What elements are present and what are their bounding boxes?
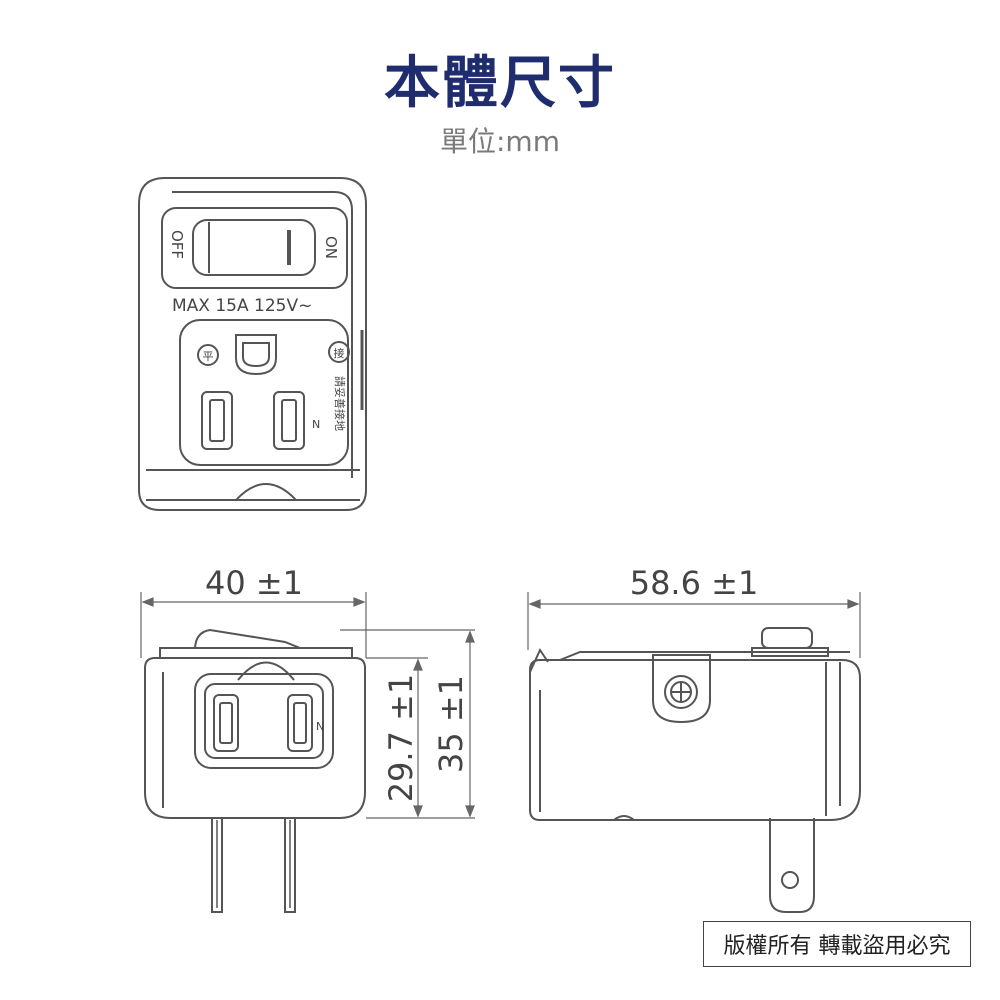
switch-frame <box>161 207 348 289</box>
bottom-view <box>144 628 366 913</box>
switch-rocker <box>192 219 316 276</box>
right-mark: 接 <box>334 347 345 360</box>
page-title: 本體尺寸 <box>384 51 616 116</box>
side-body-outline <box>529 659 861 821</box>
bottom-slot-left <box>213 694 239 752</box>
dim-depth-inner-label: 29.7 ±1 <box>382 674 420 803</box>
side-screw <box>664 675 698 709</box>
rating-label: MAX 15A 125V~ <box>172 296 312 316</box>
mark-left <box>197 344 219 366</box>
dim-length-label: 58.6 ±1 <box>630 564 759 602</box>
front-outlet-frame <box>179 319 349 466</box>
left-mark: 平 <box>203 350 214 363</box>
front-slot-right <box>273 391 305 450</box>
copyright-notice: 版權所有 轉載盜用必究 <box>703 921 971 967</box>
front-view <box>138 177 367 511</box>
prong-right <box>284 818 296 913</box>
front-neutral-mark: N <box>312 418 320 431</box>
front-body-outline <box>138 177 367 511</box>
bottom-outlet-frame <box>194 673 334 769</box>
side-warning-text: 請妥善接地 <box>333 376 347 431</box>
side-screw-plate <box>652 654 711 724</box>
side-knob <box>761 627 813 649</box>
dim-width-label: 40 ±1 <box>205 564 303 602</box>
side-view <box>529 627 861 913</box>
switch-off-label: OFF <box>168 230 186 259</box>
side-prong <box>769 818 815 913</box>
bottom-neutral-mark: N <box>316 720 324 733</box>
bottom-body-outline <box>144 657 366 819</box>
prong-left <box>211 818 223 913</box>
switch-on-label: ON <box>322 236 340 259</box>
dim-depth-outer-label: 35 ±1 <box>432 675 470 773</box>
unit-label: 單位:mm <box>440 125 560 158</box>
mark-right <box>328 341 350 363</box>
dimension-lines <box>140 592 861 819</box>
ground-hole <box>235 334 277 376</box>
bottom-slot-right <box>287 694 313 752</box>
front-slot-left <box>201 391 233 450</box>
